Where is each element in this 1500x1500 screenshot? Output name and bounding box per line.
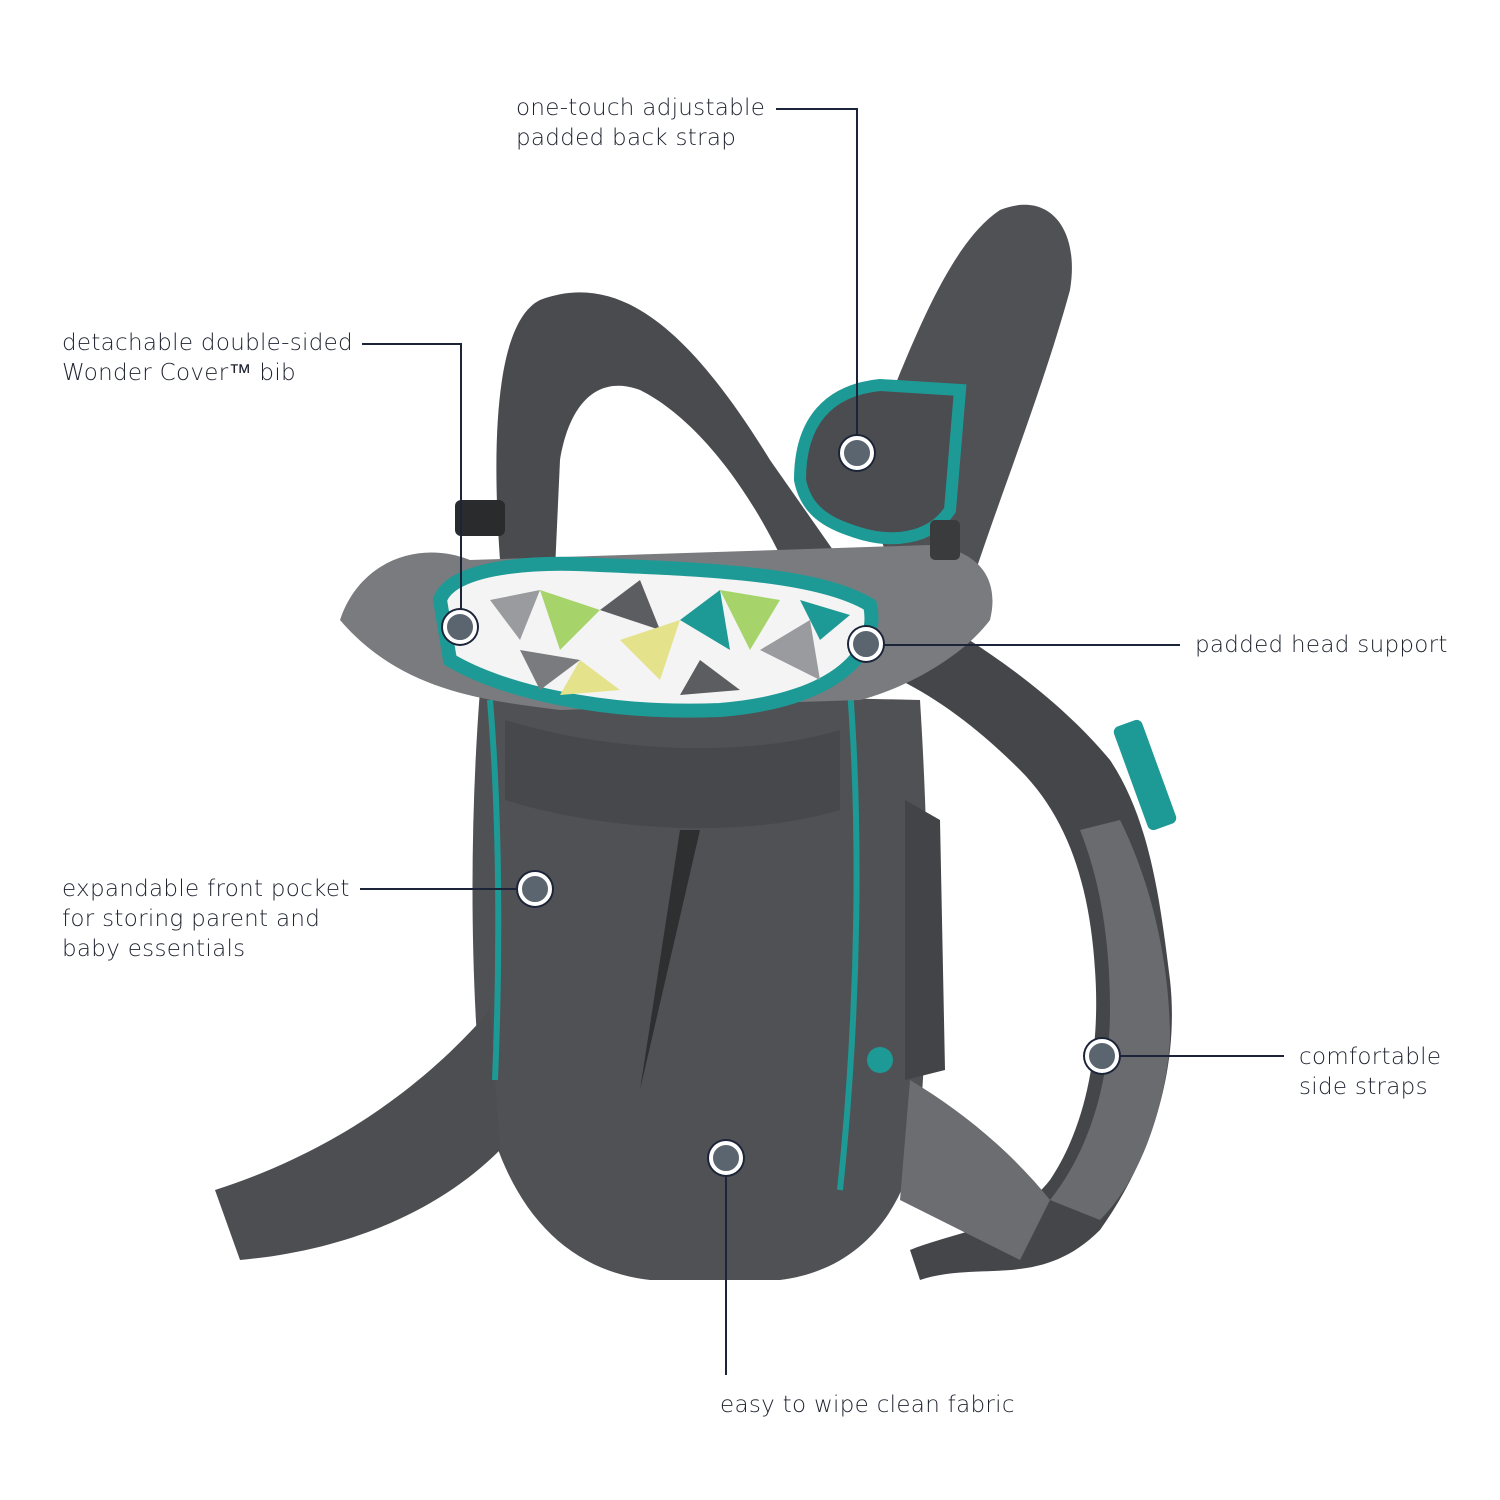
callout-side-straps-marker[interactable]	[1085, 1039, 1119, 1073]
right-waist-wing	[900, 1080, 1050, 1260]
callout-side-straps-line	[1119, 1055, 1284, 1057]
left-buckle	[455, 500, 505, 536]
callout-bib-line-v	[460, 343, 462, 611]
left-shoulder-strap	[496, 292, 840, 600]
callout-front-pocket-label: expandable front pocket for storing pare…	[62, 876, 350, 962]
callout-front-pocket-line	[360, 888, 518, 890]
wonder-cover-bib	[432, 556, 879, 718]
callout-back-strap-label: one-touch adjustable padded back strap	[516, 95, 766, 151]
right-buckle	[930, 520, 960, 560]
callout-front-pocket-marker[interactable]	[518, 872, 552, 906]
callout-fabric-label: easy to wipe clean fabric	[720, 1392, 1015, 1418]
callout-fabric-line	[725, 1175, 727, 1375]
callout-back-strap-line-v	[856, 108, 858, 438]
callout-side-straps-label: comfortable side straps	[1299, 1044, 1442, 1100]
callout-head-support-line	[883, 644, 1180, 646]
strap-buckle-teal	[1113, 719, 1177, 831]
left-waist-wing	[215, 1010, 500, 1260]
teal-piping-left	[487, 699, 502, 1081]
back-strap-panel	[793, 378, 967, 545]
callout-head-support-marker[interactable]	[849, 627, 883, 661]
carrier-side-panel	[905, 800, 945, 1080]
teal-piping-right	[837, 689, 860, 1191]
pocket-pleat	[640, 830, 700, 1090]
callout-back-strap-marker[interactable]	[840, 436, 874, 470]
right-side-strap-inner	[1050, 820, 1170, 1220]
pocket-top	[505, 720, 840, 829]
snap-button	[867, 1047, 893, 1073]
callout-fabric-marker[interactable]	[709, 1141, 743, 1175]
callout-bib-label: detachable double-sided Wonder Cover™ bi…	[62, 330, 353, 386]
callout-head-support-label: padded head support	[1195, 632, 1448, 658]
carrier-body	[472, 690, 928, 1280]
callout-back-strap-line-h	[776, 108, 858, 110]
callout-bib-marker[interactable]	[443, 610, 477, 644]
callout-bib-line-h	[362, 343, 462, 345]
